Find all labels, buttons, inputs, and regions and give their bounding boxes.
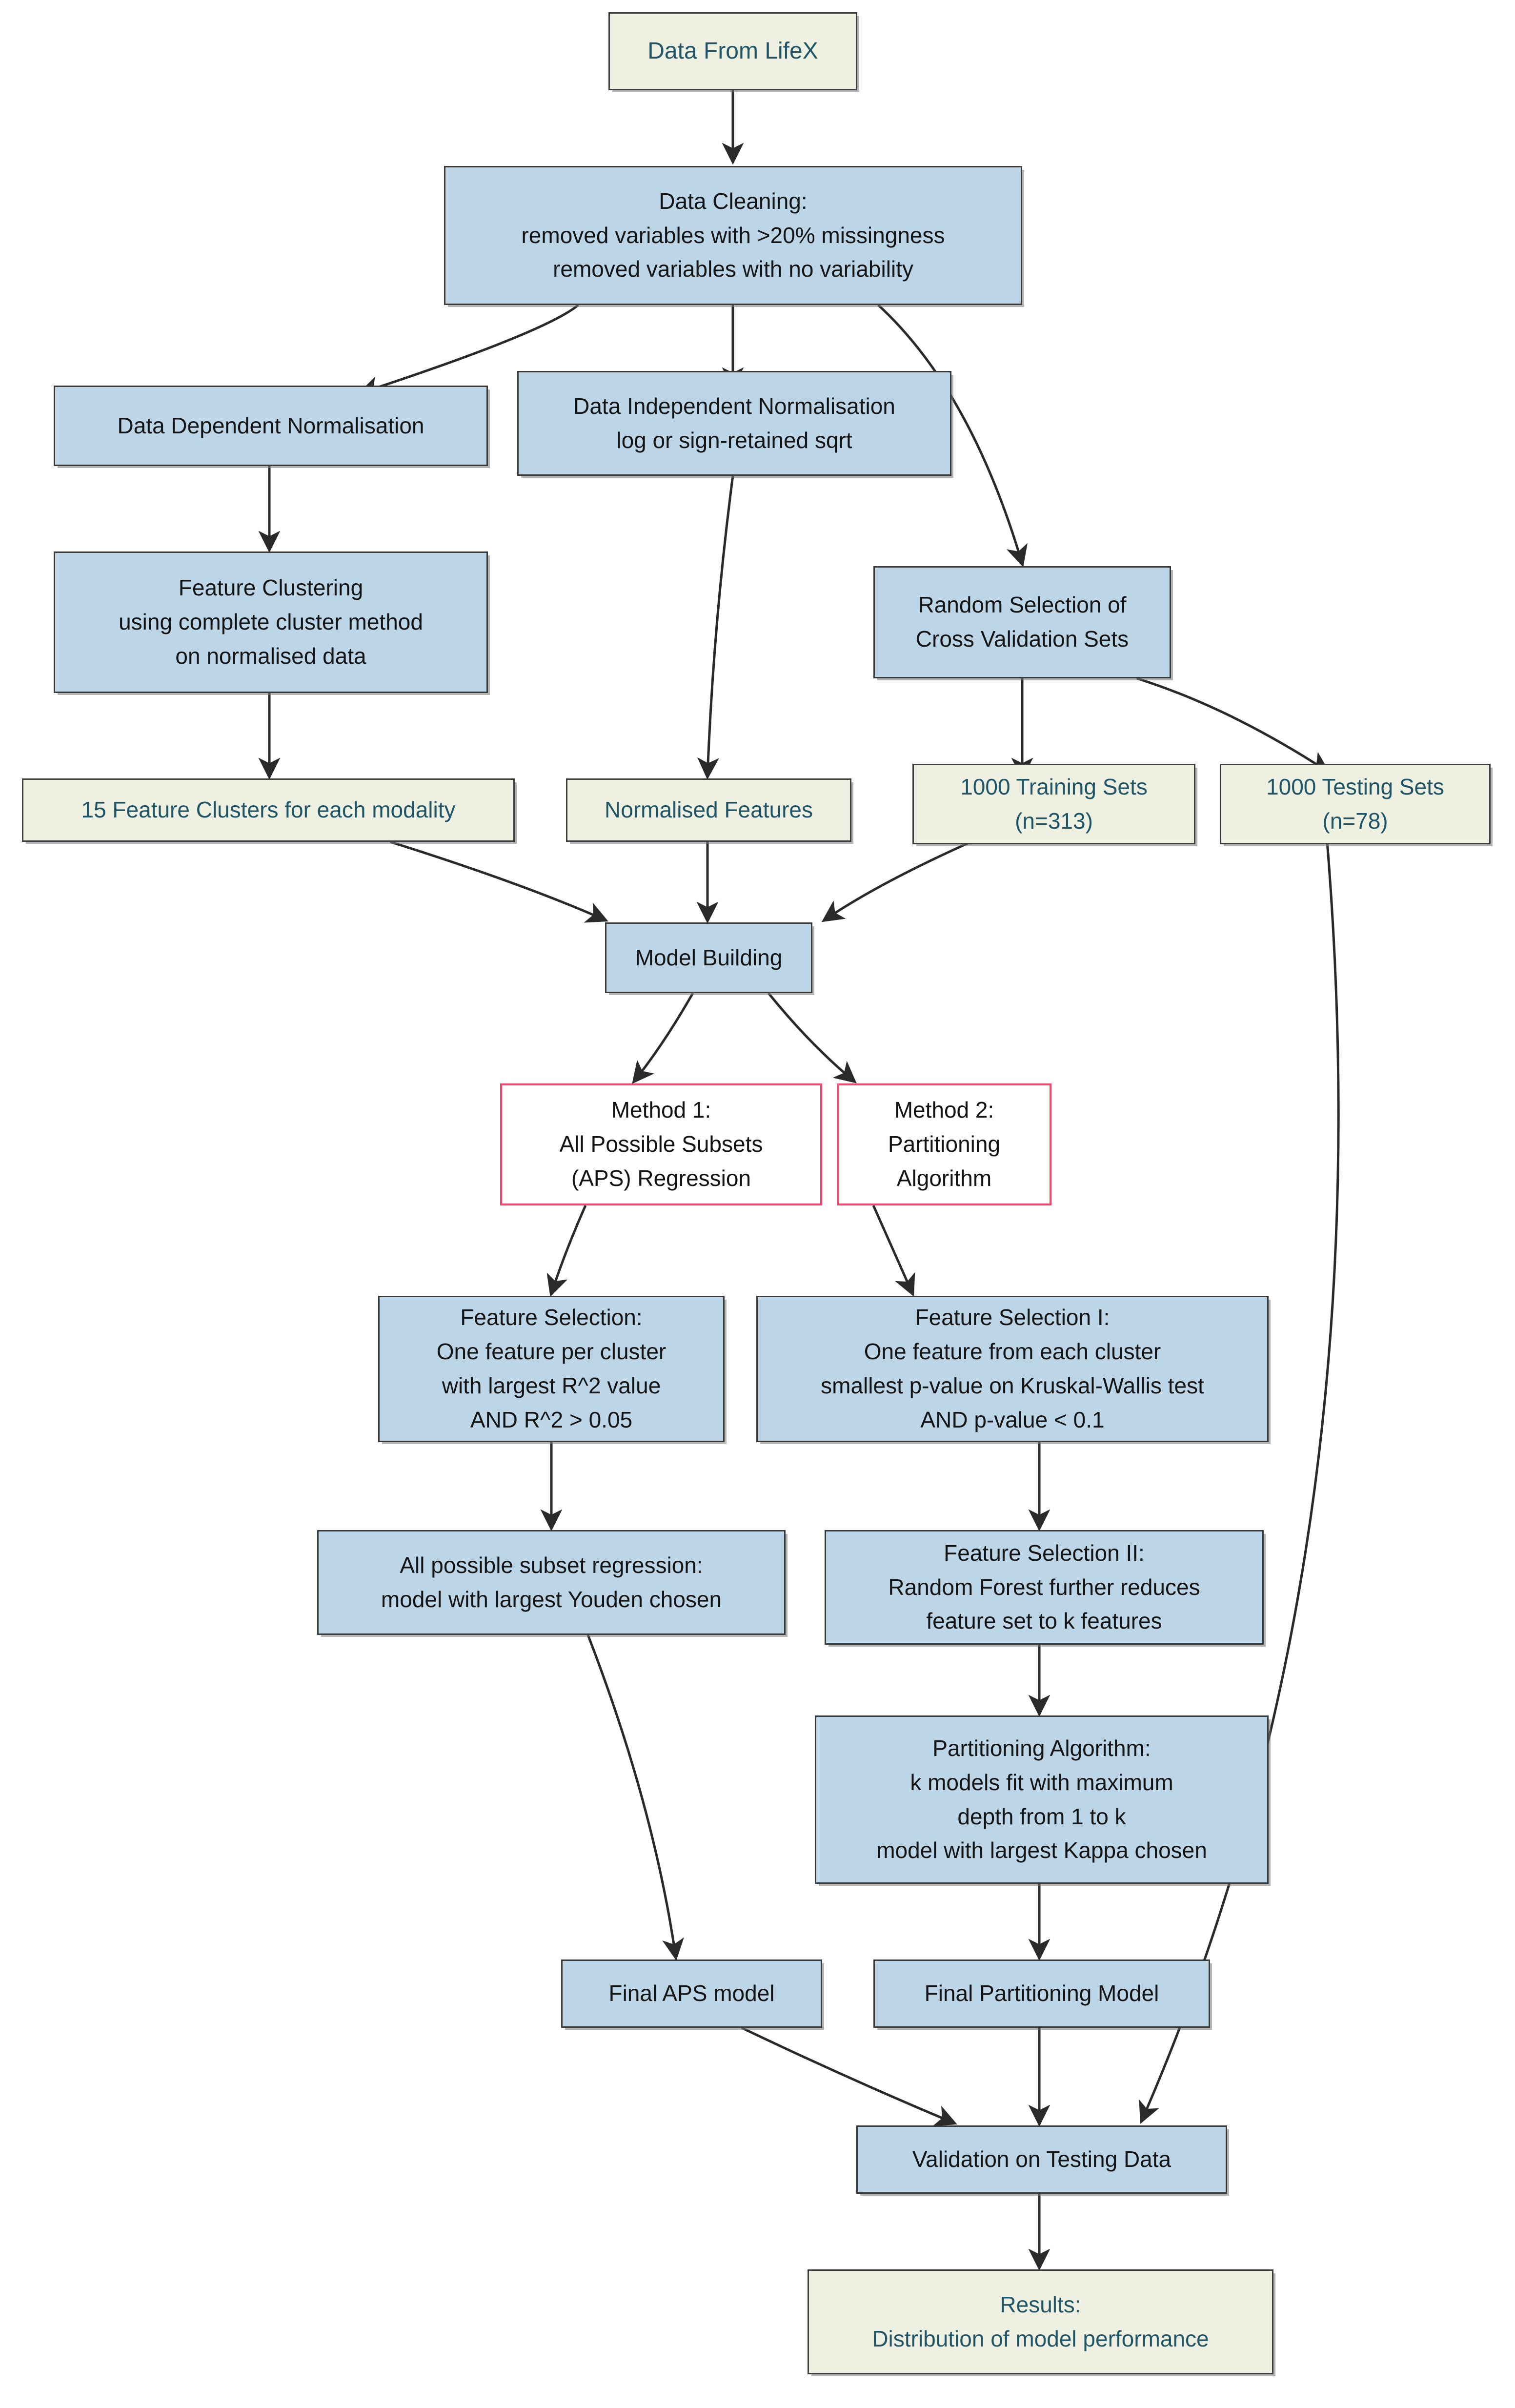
node-partitioning-algorithm[interactable]: Partitioning Algorithm: k models fit wit… xyxy=(815,1715,1269,1884)
node-1000-training-sets[interactable]: 1000 Training Sets (n=313) xyxy=(912,764,1195,844)
node-data-independent-normalisation[interactable]: Data Independent Normalisation log or si… xyxy=(517,371,951,476)
node-data-lifex[interactable]: Data From LifeX xyxy=(608,12,857,90)
node-label: Validation on Testing Data xyxy=(912,2146,1172,2172)
node-random-cv-selection[interactable]: Random Selection of Cross Validation Set… xyxy=(873,566,1171,678)
node-label: Data Dependent Normalisation xyxy=(117,412,424,438)
node-label: 1000 Testing Sets (n=78) xyxy=(1266,774,1444,834)
node-label: Feature Selection I: One feature from ea… xyxy=(821,1305,1204,1432)
node-method-1-aps[interactable]: Method 1: All Possible Subsets (APS) Reg… xyxy=(500,1083,822,1205)
node-label: Method 2: Partitioning Algorithm xyxy=(888,1097,1001,1191)
edge-final_aps-validation xyxy=(741,2026,957,2126)
node-15-feature-clusters[interactable]: 15 Feature Clusters for each modality xyxy=(22,778,515,842)
node-label: Method 1: All Possible Subsets (APS) Reg… xyxy=(559,1097,763,1191)
edge-aps_reg-final_aps xyxy=(586,1634,684,1961)
edge-model_build-method1 xyxy=(632,992,694,1084)
edge-clusters_15-model_build xyxy=(390,840,608,923)
node-data-dependent-normalisation[interactable]: Data Dependent Normalisation xyxy=(54,386,488,466)
node-feature-selection-aps[interactable]: Feature Selection: One feature per clust… xyxy=(378,1296,725,1442)
node-label: Final APS model xyxy=(608,1980,775,2006)
node-final-partitioning-model[interactable]: Final Partitioning Model xyxy=(873,1959,1210,2028)
edge-method2-fs_1 xyxy=(872,1204,915,1297)
node-label: Feature Clustering using complete cluste… xyxy=(119,575,423,669)
node-normalised-features[interactable]: Normalised Features xyxy=(566,778,851,842)
node-results[interactable]: Results: Distribution of model performan… xyxy=(808,2269,1273,2374)
edge-model_build-method2 xyxy=(768,992,857,1083)
node-label: Normalised Features xyxy=(605,797,813,823)
node-1000-testing-sets[interactable]: 1000 Testing Sets (n=78) xyxy=(1220,764,1491,844)
node-label: All possible subset regression: model wi… xyxy=(381,1552,722,1612)
node-feature-clustering[interactable]: Feature Clustering using complete cluste… xyxy=(54,551,488,693)
node-model-building[interactable]: Model Building xyxy=(605,922,812,993)
node-label: Feature Selection: One feature per clust… xyxy=(436,1305,667,1432)
node-data-cleaning[interactable]: Data Cleaning: removed variables with >2… xyxy=(444,166,1022,305)
node-label: Data From LifeX xyxy=(647,38,818,64)
node-label: 15 Feature Clusters for each modality xyxy=(81,797,456,823)
node-label: 1000 Training Sets (n=313) xyxy=(960,774,1148,834)
edge-train_sets-model_build xyxy=(821,840,972,922)
node-label: Results: Distribution of model performan… xyxy=(872,2291,1209,2351)
node-label: Final Partitioning Model xyxy=(924,1980,1159,2006)
node-label: Data Independent Normalisation log or si… xyxy=(573,393,895,453)
node-label: Feature Selection II: Random Forest furt… xyxy=(888,1540,1200,1634)
node-label: Random Selection of Cross Validation Set… xyxy=(915,592,1129,652)
node-feature-selection-2[interactable]: Feature Selection II: Random Forest furt… xyxy=(825,1530,1264,1645)
node-method-2-partitioning[interactable]: Method 2: Partitioning Algorithm xyxy=(837,1083,1051,1205)
node-label: Data Cleaning: removed variables with >2… xyxy=(521,188,945,282)
node-all-possible-subset-regression[interactable]: All possible subset regression: model wi… xyxy=(317,1530,786,1635)
node-final-aps-model[interactable]: Final APS model xyxy=(561,1959,822,2028)
node-label: Model Building xyxy=(635,944,783,970)
edge-test_sets-validation xyxy=(1139,841,1340,2124)
edge-method1-fs_aps xyxy=(546,1204,587,1297)
node-feature-selection-1[interactable]: Feature Selection I: One feature from ea… xyxy=(756,1296,1269,1442)
node-label: Partitioning Algorithm: k models fit wit… xyxy=(876,1735,1207,1863)
edge-indep_norm-norm_feats xyxy=(697,475,734,780)
edge-random_cv-test_sets xyxy=(1136,677,1331,774)
node-validation-on-testing-data[interactable]: Validation on Testing Data xyxy=(856,2125,1227,2194)
